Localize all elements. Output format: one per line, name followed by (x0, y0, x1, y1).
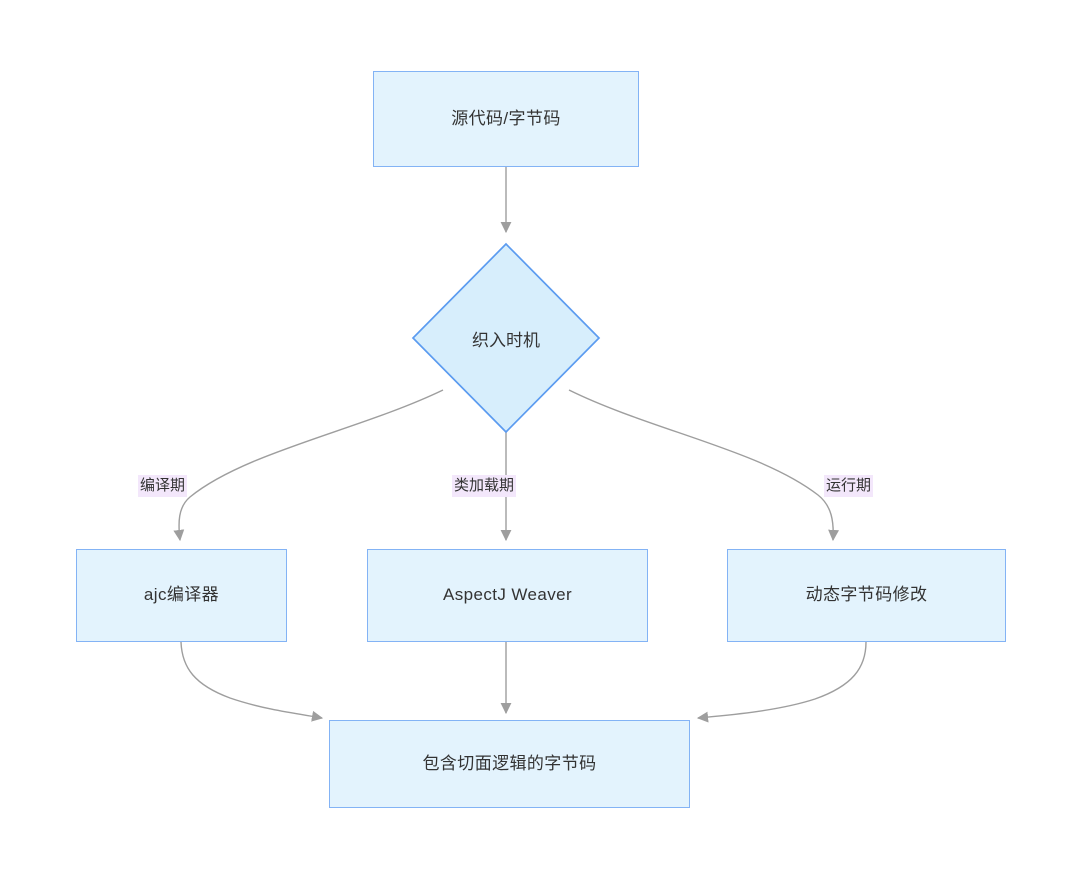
edge-label-class-load-time: 类加载期 (452, 475, 517, 498)
diamond-shape (411, 242, 601, 434)
node-weaving-timing-label: 织入时机 (472, 330, 540, 350)
node-source-code[interactable]: 源代码/字节码 (373, 71, 639, 167)
node-dynamic-bytecode[interactable]: 动态字节码修改 (727, 549, 1006, 642)
node-aspectj-weaver-label: AspectJ Weaver (442, 585, 573, 605)
node-result-bytecode[interactable]: 包含切面逻辑的字节码 (329, 720, 690, 808)
node-source-code-label: 源代码/字节码 (451, 108, 561, 128)
edge-decision-to-ajc (173, 389, 444, 542)
node-result-bytecode-label: 包含切面逻辑的字节码 (422, 753, 597, 773)
edge-label-compile-time: 编译期 (138, 475, 188, 498)
edge-decision-to-dynamic (568, 389, 840, 542)
node-aspectj-weaver[interactable]: AspectJ Weaver (367, 549, 648, 642)
node-ajc-compiler-label: ajc编译器 (143, 585, 220, 605)
edge-ajc-to-result (180, 641, 324, 722)
node-dynamic-bytecode-label: 动态字节码修改 (805, 585, 928, 605)
node-weaving-timing[interactable]: 织入时机 (411, 242, 601, 434)
edge-label-runtime: 运行期 (824, 475, 874, 498)
node-ajc-compiler[interactable]: ajc编译器 (76, 549, 287, 642)
edge-dynamic-to-result (696, 641, 867, 723)
